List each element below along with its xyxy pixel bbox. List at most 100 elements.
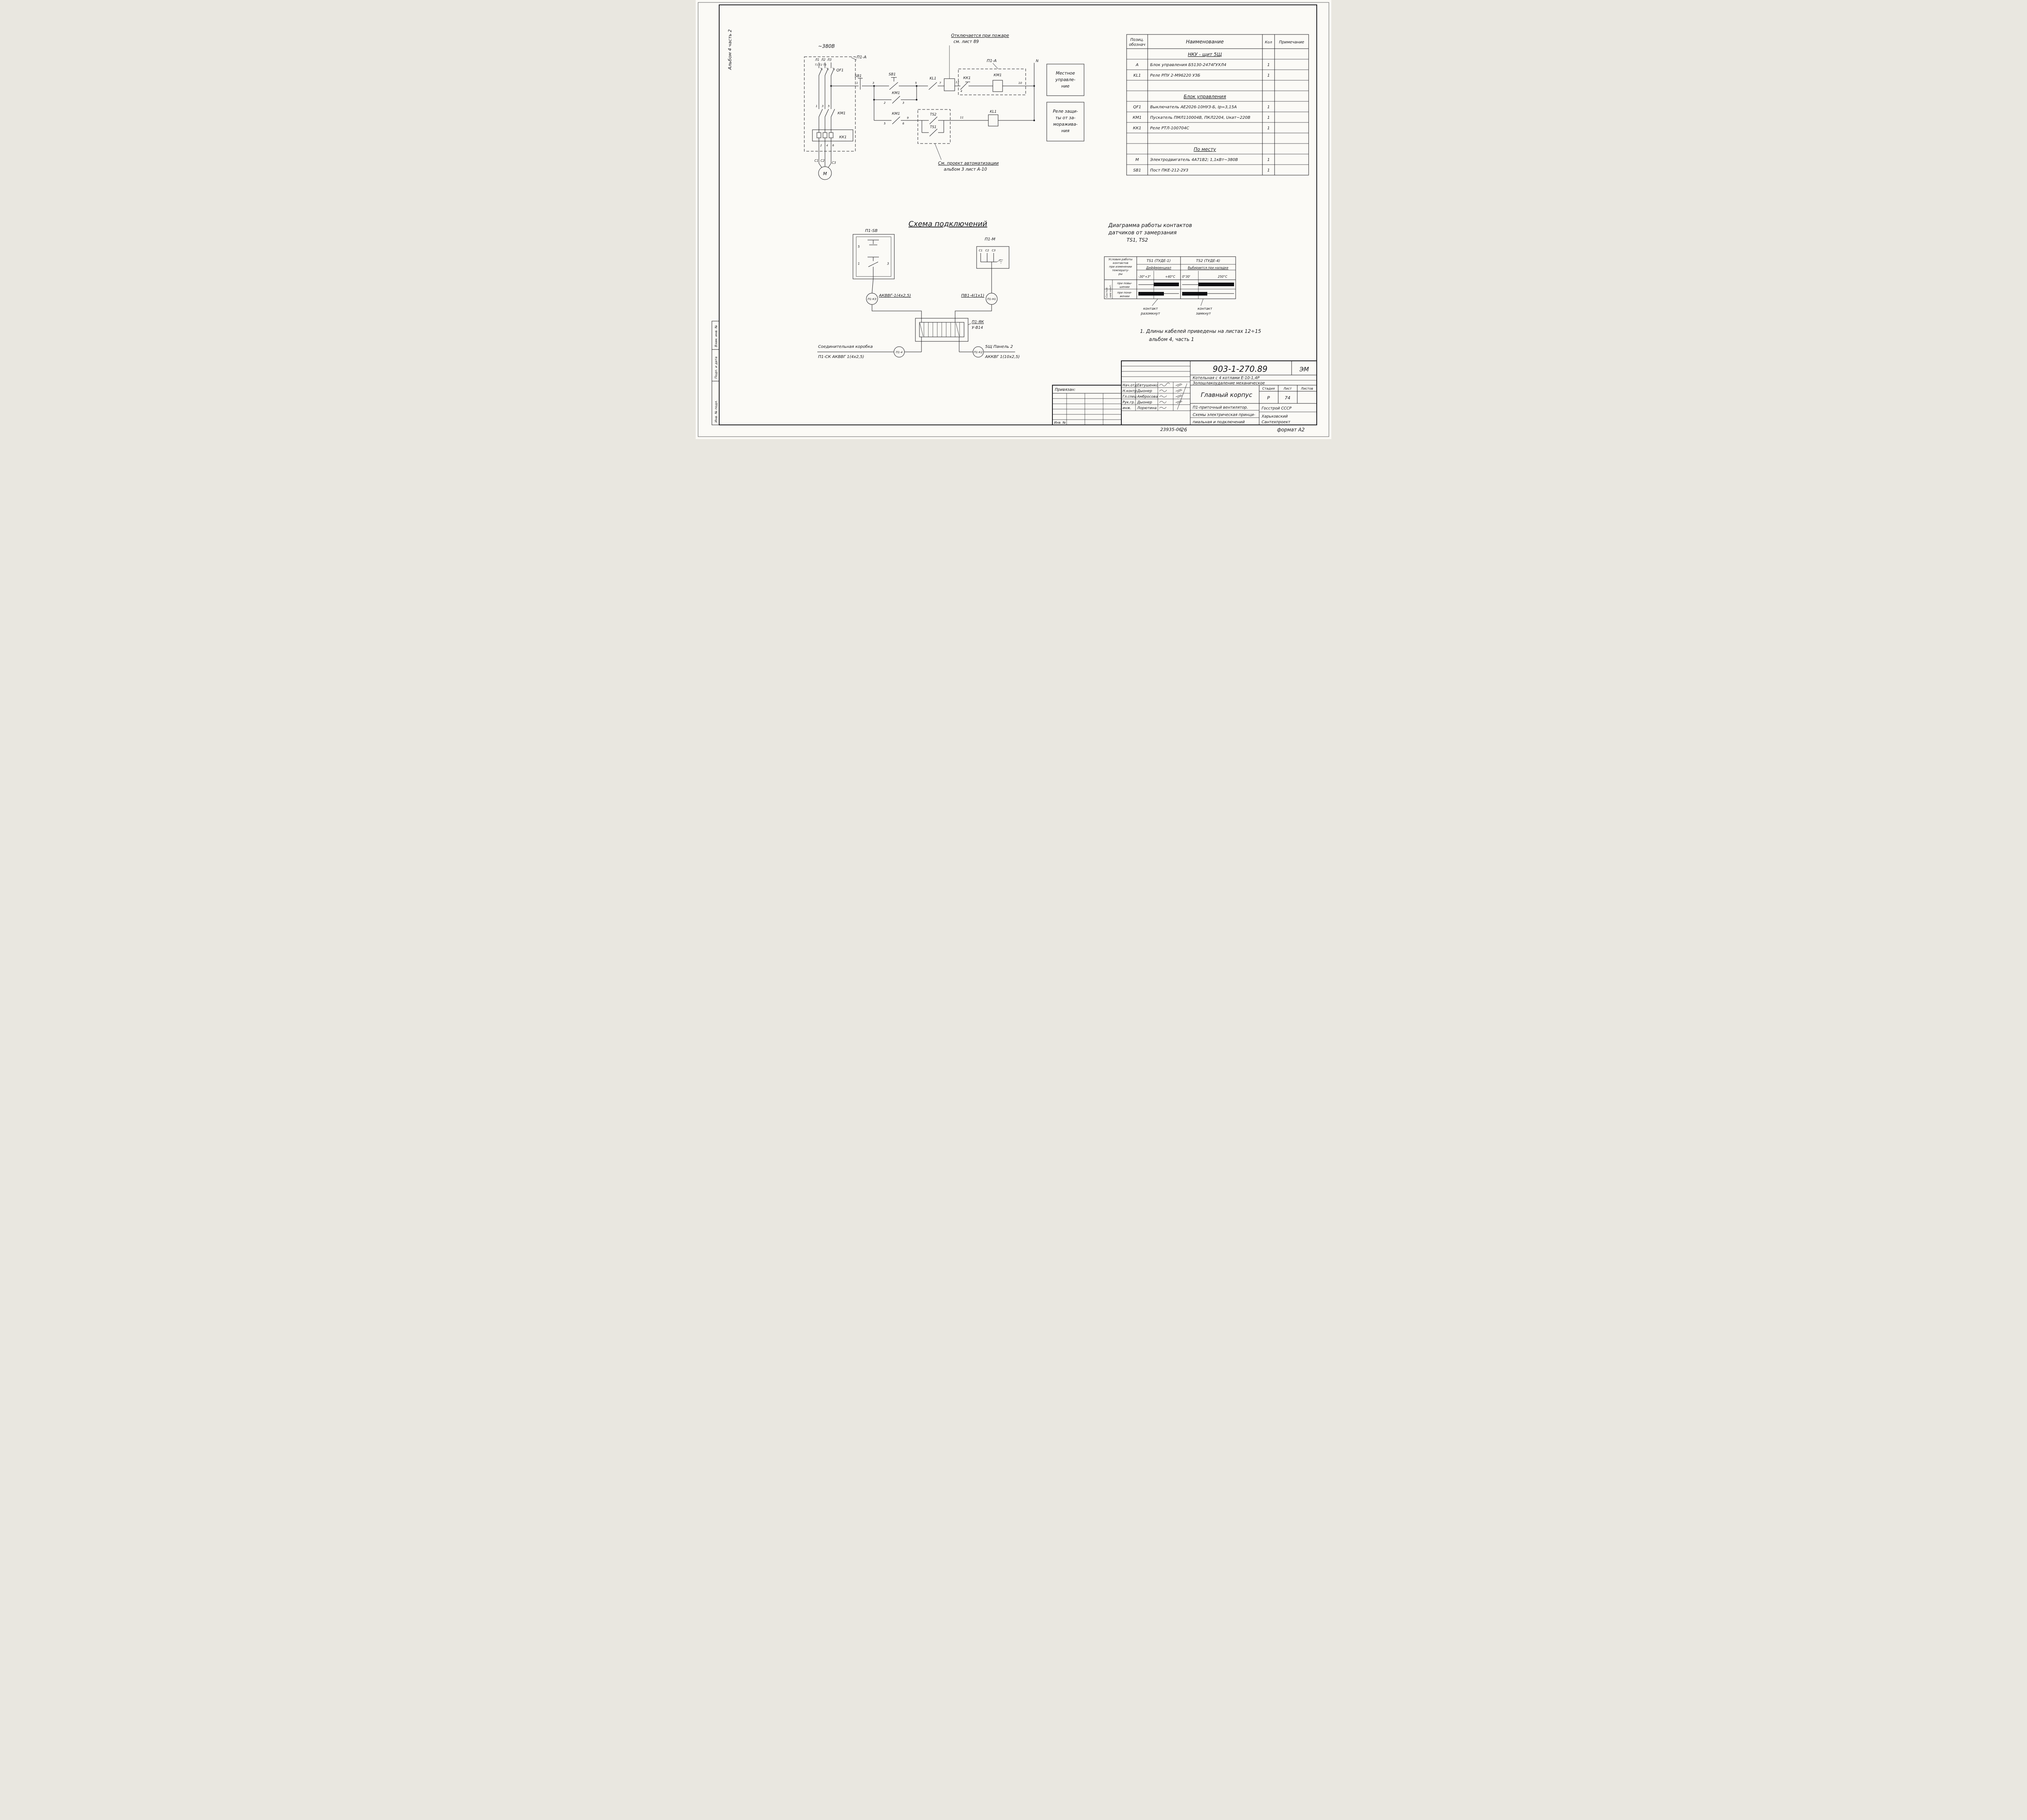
cell-name: Пост ПКЕ-212-2У3: [1150, 168, 1188, 173]
ts1-label: TS1: [930, 125, 936, 129]
cable-note: 1. Длины кабелей приведены на листах 12÷…: [1140, 328, 1261, 342]
wire-number: 4: [960, 90, 962, 93]
terminal-number: С1: [979, 249, 982, 252]
qf1-label: QF1: [836, 69, 844, 73]
cell-pos: QF1: [1133, 105, 1141, 109]
p1a-left-label: П1-А: [857, 55, 866, 60]
ts1-header: TS1 (ТУДЕ-1): [1146, 259, 1171, 263]
cell-qty: 1: [1267, 158, 1270, 162]
km1-hold-contact: КМ1 2 3: [873, 86, 917, 105]
sheet-frame: Взам. инв. № Подп. и дата Инв. № подл. А…: [696, 0, 1331, 439]
wire-number: 11: [960, 116, 964, 119]
freeze-corner-line: Условия работы: [1109, 258, 1133, 261]
p1m-box: П1-М С1 С2 С3: [976, 237, 1009, 269]
org-line: Госстрой СССР: [1262, 406, 1292, 411]
drawing-canvas: Взам. инв. № Подп. и дата Инв. № подл. А…: [696, 0, 1331, 439]
cell-pos: КК1: [1133, 126, 1142, 131]
cell-qty: 1: [1267, 63, 1270, 67]
contact-state-bars: [1138, 283, 1234, 296]
sb1-start-label: SB1: [889, 73, 896, 77]
freeze-title-line3: TS1, TS2: [1127, 237, 1148, 243]
wire-number: 9: [907, 116, 909, 120]
state-col-line: Состоя-: [1105, 287, 1108, 298]
margin-label-podp: Подп. и дата: [714, 356, 718, 379]
km1-main-label: КМ1: [838, 111, 846, 116]
margin-label-vzam: Взам. инв. №: [714, 325, 718, 347]
ts2-range-low: 0°30': [1182, 275, 1190, 279]
cell-qty: 1: [1267, 116, 1270, 120]
freeze-box-line: Реле защи-: [1053, 109, 1078, 114]
n-label: N: [1036, 59, 1039, 63]
cell-name: Реле РПУ 2-М96220 УЗБ: [1150, 73, 1200, 78]
terminal-number: 5: [858, 245, 860, 249]
c2-label: С2: [821, 159, 825, 163]
row-up-label: шении: [1120, 285, 1130, 289]
local-control-box: Местное управле- ние: [1046, 64, 1084, 96]
album-label: Альбом 4 часть 2: [727, 29, 733, 70]
freeze-title-line2: датчиков от замерзания: [1108, 230, 1177, 236]
fire-cutoff-terminal-box: [944, 45, 958, 91]
table-row: КМ1 Пускатель ПМЛ110004В, ПКЛ2204, Uкат~…: [1133, 116, 1270, 120]
kl1-coil-label: KL1: [990, 110, 997, 114]
local-box-line: Местное: [1056, 71, 1075, 76]
table-row: КК1 Реле РТЛ-100704С 1: [1133, 126, 1270, 131]
c1-label: С1: [814, 159, 819, 163]
wire-number: 3: [872, 81, 874, 85]
freeze-relay-box: Реле защи- ты от за- моражива- ния: [1046, 102, 1084, 141]
cell-name: Электродвигатель 4А71В2; 1,1кВт~380В: [1150, 158, 1238, 162]
table-row: SB1 Пост ПКЕ-212-2У3 1: [1133, 168, 1270, 173]
table-row: Блок управления: [1184, 94, 1226, 99]
sheet-desc-line: П1-приточный вентилятор.: [1193, 405, 1248, 410]
junction-label-line1: Соединительная коробка: [818, 344, 873, 349]
object-line1: Котельная с 4 котлами Е-10-1,4Р: [1193, 376, 1260, 380]
freeze-box-line: моражива-: [1053, 122, 1078, 127]
terminal-box-p1yak: П1-ЯК У-В14: [915, 318, 984, 352]
drawing-title: Главный корпус: [1201, 391, 1253, 399]
automation-note-line1: См. проект автоматизации: [938, 161, 999, 166]
kl1-coil: KL1: [988, 110, 1034, 126]
signature: [1159, 395, 1167, 397]
sheet-desc-line: пиальная и подключений: [1193, 420, 1245, 424]
connection-title: Схема подключений: [909, 220, 988, 228]
footer-format: формат А2: [1277, 427, 1305, 433]
wire-number: 6: [832, 144, 834, 147]
wire-number: 1: [856, 81, 858, 85]
parts-table: Позиц. обознач Наименование Кол Примечан…: [1126, 34, 1309, 176]
org-line: Сантехпроект: [1262, 420, 1290, 424]
cell-pos: KL1: [1133, 73, 1141, 78]
attached-label: Привязан:: [1055, 388, 1076, 392]
freeze-box-line: ты от за-: [1055, 116, 1076, 120]
terminal-number: 1: [858, 262, 860, 266]
signature: [1159, 390, 1167, 392]
wire-number: 5: [884, 122, 886, 125]
cell-pos: КМ1: [1133, 116, 1142, 120]
col-header-qty: Кол: [1265, 41, 1272, 45]
col-header-name: Наименование: [1186, 39, 1223, 45]
stage-value: Р: [1267, 395, 1270, 401]
table-row: KL1 Реле РПУ 2-М96220 УЗБ 1: [1133, 73, 1270, 78]
voltage-label: ~380В: [818, 43, 835, 49]
sheets-label: Листов: [1301, 387, 1313, 390]
terminal-number: С3: [992, 249, 995, 252]
p1sb-label: П1-SB: [865, 229, 878, 233]
fire-note-line2: см. лист 89: [954, 39, 979, 44]
cell-pos: А: [1136, 63, 1139, 67]
signature-row: Гл.спец Амбросова: [1123, 394, 1183, 399]
phase-l3-label: Л3: [827, 58, 832, 62]
date-scribble: [1175, 383, 1183, 387]
cell-qty: 1: [1267, 168, 1270, 173]
wire-number: 2: [820, 144, 822, 147]
kk1-heater-label: КК1: [839, 135, 847, 139]
cable-label-sb: АКВВГ-1(4х2,5): [879, 294, 911, 298]
doc-code: ЭМ: [1299, 366, 1309, 373]
freeze-contact-diagram: Диаграмма работы контактов датчиков от з…: [1104, 223, 1236, 316]
cell-name: Блок управления Б5130-2474ГУХЛ4: [1150, 63, 1226, 67]
freeze-corner-line: температу-: [1112, 269, 1129, 272]
doc-number: 903-1-270.89: [1213, 364, 1267, 374]
cabinet-dashed-box: [804, 56, 856, 152]
signature: [1159, 401, 1167, 403]
note-line2: альбом 4, часть 1: [1149, 337, 1194, 342]
drawing-sheet: Взам. инв. № Подп. и дата Инв. № подл. А…: [696, 0, 1331, 439]
wire-number: 13: [956, 81, 959, 84]
role-label: Н.контр: [1123, 389, 1137, 393]
